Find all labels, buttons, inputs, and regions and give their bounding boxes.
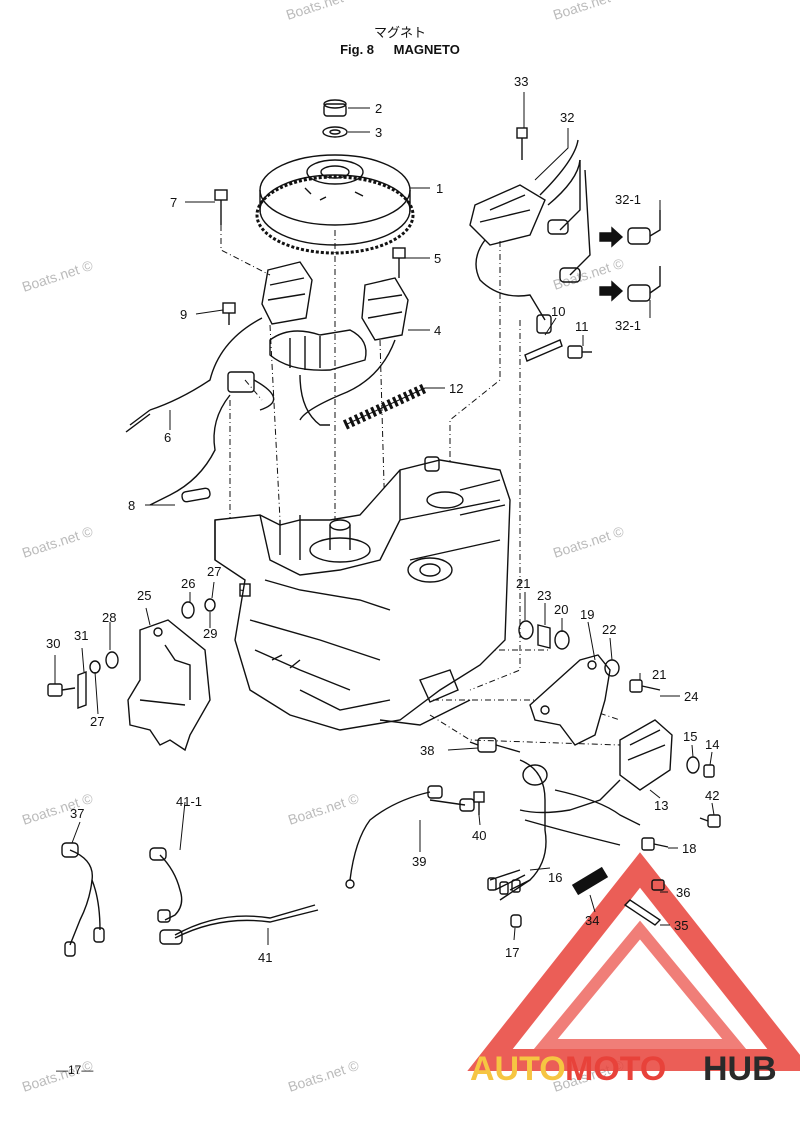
engine-block	[214, 456, 511, 731]
callout-24: 24	[684, 689, 698, 704]
figure-name: MAGNETO	[393, 42, 460, 57]
callout-21: 21	[652, 667, 666, 682]
exciter-coil	[269, 329, 367, 426]
callout-20: 20	[554, 602, 568, 617]
callout-6: 6	[164, 430, 171, 445]
logo-hub: HUB	[703, 1050, 777, 1088]
callout-35: 35	[674, 918, 688, 933]
automotohub-logo: AUTO MOTO HUB	[470, 1050, 777, 1088]
terminal	[510, 914, 522, 928]
figure-number: Fig. 8	[340, 42, 375, 57]
ignition-coil	[469, 139, 591, 334]
callout-5: 5	[434, 251, 441, 266]
callout-39: 39	[412, 854, 426, 869]
callout-42: 42	[705, 788, 719, 803]
watermark: Boats.net ©	[551, 523, 626, 561]
callout-32-1: 32-1	[615, 318, 641, 333]
plug-cap	[627, 210, 661, 302]
pulser-coil	[125, 261, 313, 433]
coil-bolt	[214, 189, 406, 325]
callout-19: 19	[580, 607, 594, 622]
callout-15: 15	[683, 729, 697, 744]
cable-band	[524, 339, 563, 362]
title-japanese: マグネト	[373, 26, 426, 41]
cable-clamp	[623, 879, 665, 926]
callout-33: 33	[514, 74, 528, 89]
flywheel	[255, 154, 415, 255]
callout-4: 4	[434, 323, 441, 338]
washer	[686, 756, 700, 774]
callout-27: 27	[207, 564, 221, 579]
flywheel-washer	[322, 126, 348, 138]
watermark: Boats.net ©	[20, 523, 95, 561]
callout-23: 23	[537, 588, 551, 603]
callout-22: 22	[602, 622, 616, 637]
figure-title: Fig. 8 MAGNETO	[0, 42, 800, 57]
logo-auto: AUTO	[470, 1050, 566, 1088]
watermark: Boats.net ©	[551, 0, 626, 23]
regulator	[519, 719, 673, 814]
callout-26: 26	[181, 576, 195, 591]
callout-9: 9	[180, 307, 187, 322]
bolt	[567, 345, 592, 359]
callout-37: 37	[70, 806, 84, 821]
watermark: Boats.net ©	[286, 790, 361, 828]
callout-41-1: 41-1	[176, 794, 202, 809]
callout-34: 34	[585, 913, 599, 928]
watermark: Boats.net ©	[284, 0, 359, 23]
callout-27: 27	[90, 714, 104, 729]
callout-17: 17	[505, 945, 519, 960]
callout-38: 38	[420, 743, 434, 758]
watermark: Boats.net ©	[286, 1057, 361, 1095]
callout-11: 11	[575, 319, 589, 334]
callout-leaders	[54, 92, 715, 945]
callout-7: 7	[170, 195, 177, 210]
grommet	[227, 371, 275, 411]
callout-13: 13	[654, 798, 668, 813]
callout-32-1: 32-1	[615, 192, 641, 207]
callout-14: 14	[705, 737, 719, 752]
mounting-bracket	[127, 619, 211, 752]
flywheel-nut	[323, 99, 347, 117]
page-number: —17—	[56, 1063, 94, 1077]
callout-40: 40	[472, 828, 486, 843]
callout-25: 25	[137, 588, 151, 603]
callout-3: 3	[375, 125, 382, 140]
callout-32: 32	[560, 110, 574, 125]
bolt	[473, 679, 721, 851]
callout-8: 8	[128, 498, 135, 513]
logo-moto: MOTO	[565, 1050, 666, 1088]
callout-18: 18	[682, 841, 696, 856]
callout-30: 30	[46, 636, 60, 651]
rectifier-bracket	[529, 654, 611, 746]
arrow-icon	[599, 226, 624, 302]
callout-41: 41	[258, 950, 272, 965]
watermark: Boats.net ©	[20, 257, 95, 295]
callout-16: 16	[548, 870, 562, 885]
hub-logo-triangle	[467, 852, 800, 1071]
callout-31: 31	[74, 628, 88, 643]
callout-labels: 2 3 1 33 32 7 5 32-1 9 4 10 11 32-1 12 6…	[46, 74, 719, 965]
charge-coil	[299, 277, 409, 421]
callout-2: 2	[375, 101, 382, 116]
cable-lead	[149, 394, 231, 506]
ground-cable	[345, 785, 475, 889]
lead-wire	[61, 842, 105, 957]
callout-21: 21	[516, 576, 530, 591]
stop-switch-cord	[149, 847, 319, 945]
callout-1: 1	[436, 181, 443, 196]
wire-harness	[487, 759, 641, 901]
coil-bolt	[516, 127, 528, 160]
protector-tube	[571, 866, 609, 896]
callout-12: 12	[449, 381, 463, 396]
callout-10: 10	[551, 304, 565, 319]
callout-36: 36	[676, 885, 690, 900]
thermo-sensor	[469, 737, 521, 753]
protector-tube	[342, 383, 428, 430]
callout-28: 28	[102, 610, 116, 625]
collar	[77, 670, 87, 710]
callout-29: 29	[203, 626, 217, 641]
